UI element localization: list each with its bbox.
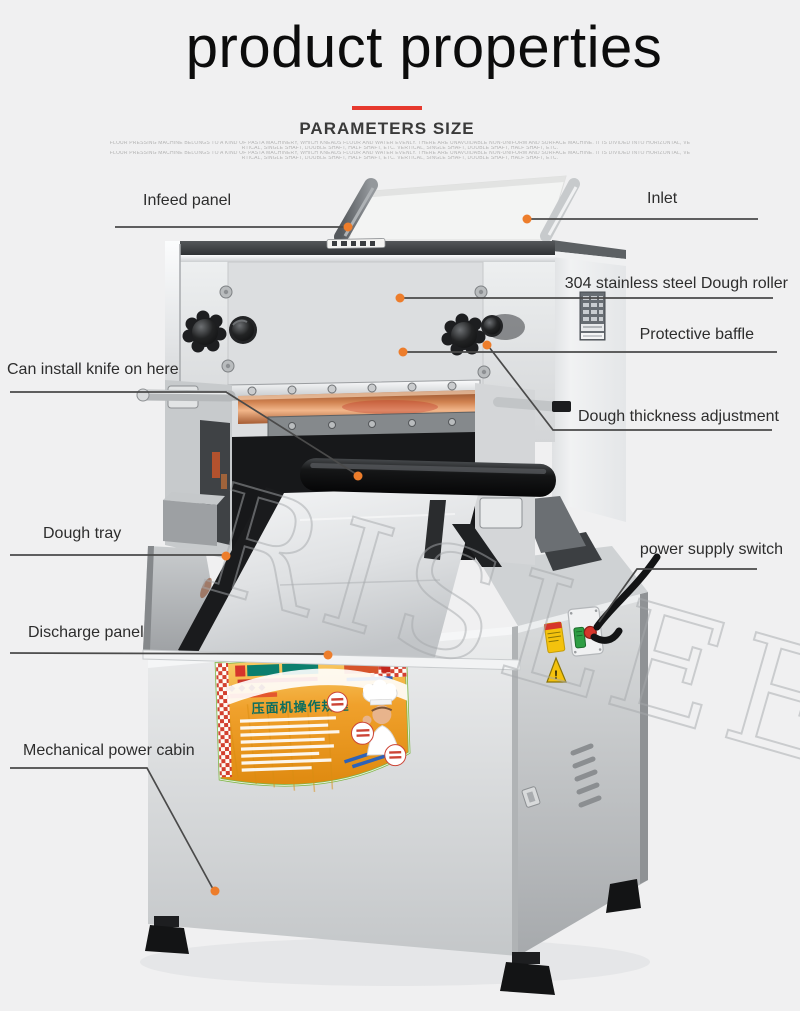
- label-inlet: Inlet: [647, 190, 678, 207]
- label-discharge-panel: Discharge panel: [28, 624, 144, 641]
- label-protective-baffle: Protective baffle: [639, 326, 754, 343]
- inlet-blade-right: [540, 178, 580, 242]
- green-start-button: [573, 626, 587, 649]
- label-dough-roller: 304 stainless steel Dough roller: [564, 275, 788, 292]
- description-line: FLOUR PRESSING MACHINE BELONGS TO A KIND…: [109, 151, 691, 156]
- description-line: RTICAL, SINGLE SHAFT, DOUBLE SHAFT, HALF…: [241, 156, 559, 161]
- page-title: product properties: [185, 15, 663, 80]
- red-accent-bar: [352, 106, 422, 110]
- baffle-arm-right: [493, 397, 571, 412]
- section-description: FLOUR PRESSING MACHINE BELONGS TO A KIND…: [100, 141, 700, 161]
- power-cable: [590, 553, 661, 644]
- discharge-assembly: [142, 487, 521, 671]
- adjustment-knob-left: [182, 310, 257, 353]
- mechanical-power-cabin-part: !: [145, 496, 661, 995]
- label-thickness-adjustment: Dough thickness adjustment: [578, 408, 779, 425]
- output-roller: [300, 458, 556, 497]
- vent-louvers: [570, 743, 602, 808]
- discharge-panel-part: [142, 649, 521, 671]
- label-install-knife: Can install knife on here: [7, 361, 179, 378]
- sticker-title: 压面机操作规程: [251, 698, 350, 717]
- clamp-bar: [267, 411, 478, 440]
- side-latch: [521, 786, 541, 808]
- label-infeed-panel: Infeed panel: [143, 192, 232, 209]
- sticker-body-text: [239, 716, 340, 772]
- cabinet-top-face: [480, 546, 648, 626]
- section-heading: PARAMETERS SIZE: [299, 119, 475, 138]
- power-supply-switch-part: [567, 606, 604, 657]
- label-power-cabin: Mechanical power cabin: [23, 742, 195, 759]
- front-label-sticker: 压面机操作规程: [214, 649, 411, 793]
- sticker-badges: [326, 691, 407, 767]
- label-power-switch: power supply switch: [639, 541, 783, 558]
- description-line: FLOUR PRESSING MACHINE BELONGS TO A KIND…: [109, 141, 691, 146]
- label-dough-tray: Dough tray: [43, 525, 122, 542]
- warning-label: [543, 621, 566, 654]
- warning-triangle-label: !: [546, 656, 567, 683]
- head-side-face: [552, 240, 626, 522]
- nameplate: [326, 238, 386, 249]
- callout-dot: [210, 214, 532, 896]
- svg-text:!: !: [554, 668, 558, 682]
- machine-foot: [145, 879, 641, 995]
- description-line: RTICAL, SINGLE SHAFT, DOUBLE SHAFT, HALF…: [241, 146, 559, 151]
- dough-tray-part: [196, 487, 480, 668]
- tray-edge-flange: [178, 487, 284, 658]
- adjustment-knob-right: [441, 313, 525, 356]
